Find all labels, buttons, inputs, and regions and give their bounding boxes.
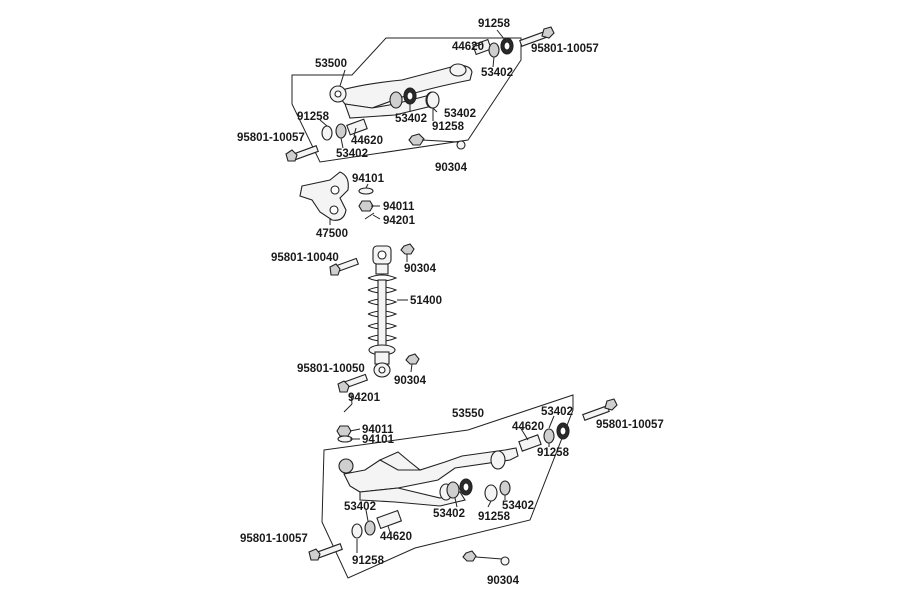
- label-95801-10057: 95801-10057: [596, 419, 664, 431]
- upper-bolt-left: [285, 145, 319, 162]
- label-90304: 90304: [487, 575, 520, 587]
- steering-knuckle: [299, 171, 349, 221]
- upper-right-bushings: [472, 37, 514, 58]
- label-53402: 53402: [433, 508, 465, 520]
- shock-bolt-upper: [329, 257, 360, 276]
- label-95801-10057: 95801-10057: [240, 533, 308, 545]
- lower-bolt-right: [582, 398, 618, 421]
- shock-absorber: [367, 245, 398, 378]
- label-91258: 91258: [537, 447, 570, 459]
- shock-bolt-lower: [337, 373, 369, 393]
- label-94011: 94011: [383, 201, 415, 213]
- label-44620: 44620: [351, 135, 383, 147]
- lower-mid-bushings: [446, 478, 511, 502]
- label-44620: 44620: [512, 421, 544, 433]
- lower-bolt-left: [308, 543, 343, 561]
- label-53402: 53402: [502, 500, 534, 512]
- nut-90304-top: [408, 133, 466, 150]
- upper-mid-bushings: [389, 87, 440, 109]
- label-95801-10057: 95801-10057: [237, 132, 305, 144]
- lower-a-arm: [338, 447, 519, 507]
- label-53402: 53402: [395, 113, 427, 125]
- lower-arm-group-outline: [321, 394, 574, 579]
- part-labels: 91258 44620 95801-10057 53500 53402 5340…: [237, 18, 664, 587]
- label-94201: 94201: [383, 215, 416, 227]
- nut-90304-bottom: [462, 550, 510, 566]
- label-95801-10040: 95801-10040: [271, 252, 339, 264]
- label-94101: 94101: [352, 173, 385, 185]
- lower-ball-joint-hardware: [336, 403, 353, 443]
- label-53402: 53402: [336, 148, 368, 160]
- label-95801-10057: 95801-10057: [531, 43, 599, 55]
- label-53402: 53402: [541, 406, 573, 418]
- label-47500: 47500: [316, 228, 348, 240]
- nut-90304-mid: [400, 243, 415, 255]
- leader-lines: [319, 29, 555, 553]
- lower-left-bushings: [351, 509, 403, 539]
- label-53402: 53402: [444, 108, 476, 120]
- upper-ball-joint-hardware: [358, 187, 375, 220]
- label-94101: 94101: [362, 434, 395, 446]
- label-91258: 91258: [297, 111, 330, 123]
- label-91258: 91258: [478, 511, 511, 523]
- label-44620: 44620: [380, 531, 412, 543]
- label-95801-10050: 95801-10050: [297, 363, 365, 375]
- label-53550: 53550: [452, 408, 484, 420]
- label-53402: 53402: [481, 67, 513, 79]
- label-51400: 51400: [410, 295, 442, 307]
- label-91258: 91258: [352, 555, 385, 567]
- label-90304: 90304: [435, 162, 468, 174]
- label-53500: 53500: [315, 58, 347, 70]
- label-94201: 94201: [348, 392, 381, 404]
- upper-a-arm: [329, 63, 473, 119]
- label-91258: 91258: [432, 121, 465, 133]
- lower-right-bushings: [518, 422, 570, 452]
- nut-90304-low: [405, 353, 420, 365]
- label-91258: 91258: [478, 18, 511, 30]
- label-44620: 44620: [452, 41, 484, 53]
- upper-bolt-right: [519, 26, 555, 47]
- label-53402: 53402: [344, 501, 376, 513]
- label-94011: 94011: [362, 424, 394, 436]
- label-90304: 90304: [404, 263, 437, 275]
- upper-left-bushings: [321, 118, 368, 141]
- label-90304: 90304: [394, 375, 427, 387]
